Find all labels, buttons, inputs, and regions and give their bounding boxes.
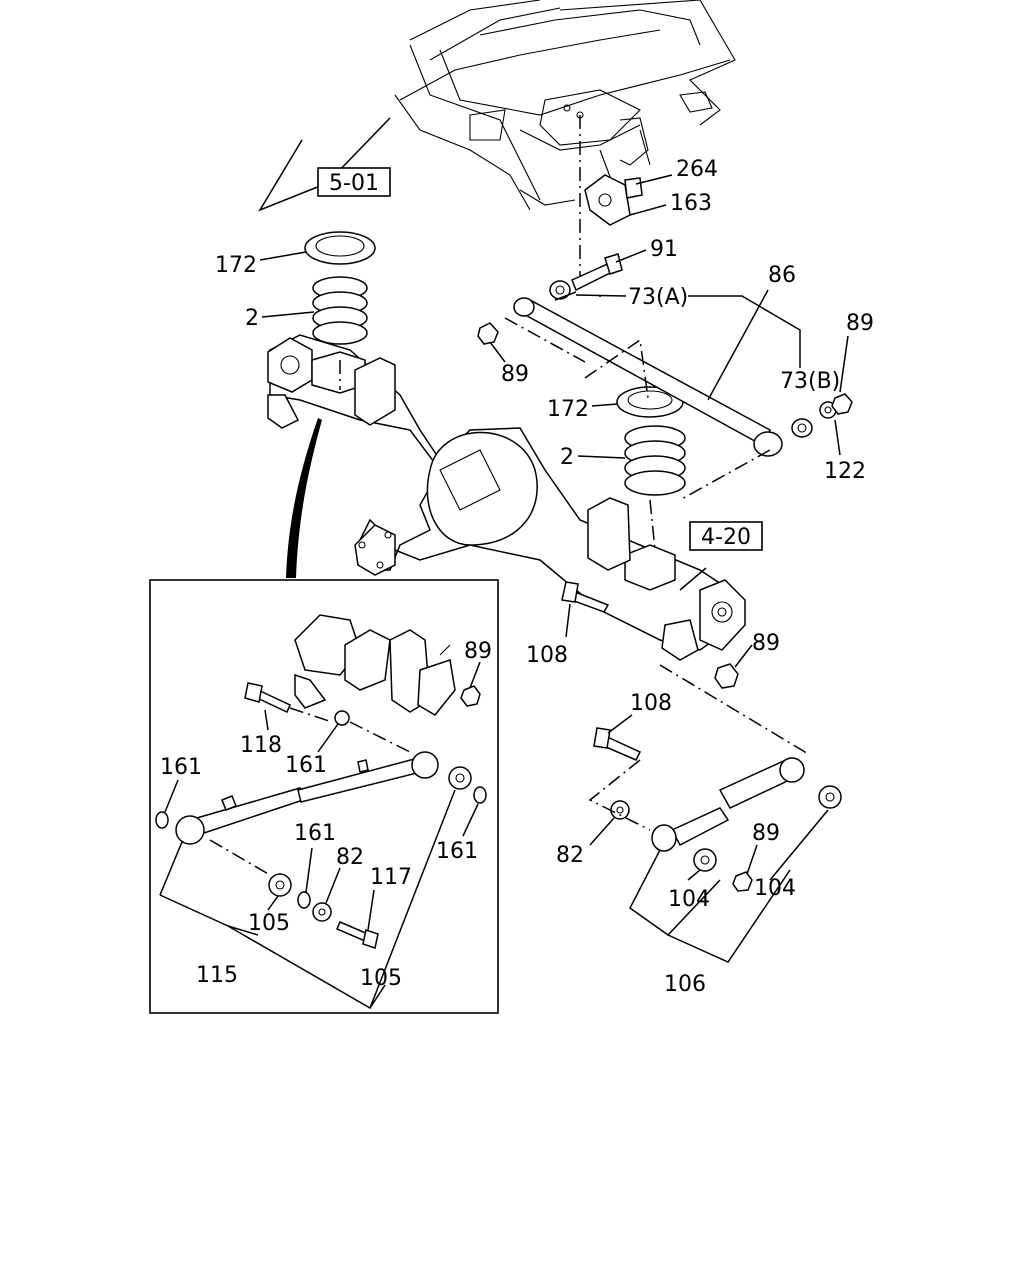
bolt-91: [571, 253, 623, 292]
label-161-left: 161: [160, 755, 202, 780]
rear-axle-housing: [267, 334, 746, 661]
inset-washer-161-lower: [297, 891, 311, 909]
label-105-right: 105: [360, 966, 402, 991]
label-264: 264: [676, 157, 718, 182]
part-labels: 264 163 91 86 73(A) 89 73(B) 122 172 2 8…: [160, 157, 874, 997]
label-89-inset: 89: [464, 639, 492, 664]
inset-bushing-105-left: [268, 873, 292, 897]
label-91: 91: [650, 237, 678, 262]
label-73b: 73(B): [780, 369, 840, 394]
inset-bolt-117: [336, 921, 379, 949]
axle-ref-label: 4-20: [701, 525, 751, 550]
label-73a: 73(A): [628, 285, 688, 310]
label-89-lower-arm: 89: [752, 821, 780, 846]
frame-ref-box: 5-01: [317, 167, 391, 197]
coil-spring-2-left: [312, 276, 368, 345]
upper-arm-86: [513, 297, 783, 457]
inset-axis-upper: [289, 707, 411, 753]
bushing-104-left: [693, 848, 717, 872]
label-161-mid: 161: [285, 753, 327, 778]
inset-lower-arm-115: [175, 751, 439, 845]
label-172-left: 172: [215, 253, 257, 278]
inset-axle-section: [294, 614, 456, 716]
inset-nut-89: [460, 685, 481, 707]
label-89-axle: 89: [752, 631, 780, 656]
frame-ref-leader: [258, 139, 331, 212]
label-2-right: 2: [560, 445, 574, 470]
spring-axis-right: [649, 499, 656, 551]
bushing-73a: [549, 280, 571, 300]
label-106: 106: [664, 972, 706, 997]
lower-arm-106: [651, 757, 805, 852]
axle-ref-box: 4-20: [689, 521, 763, 551]
label-108-upper: 108: [526, 643, 568, 668]
inset-washer-161-mid: [334, 710, 350, 726]
label-161-right: 161: [436, 839, 478, 864]
label-115: 115: [196, 963, 238, 988]
inset-bolt-118: [244, 682, 291, 714]
nut-89-axle: [714, 663, 739, 689]
spring-seat-172-right: [616, 386, 684, 418]
lower-arm-axis: [588, 759, 651, 831]
label-122: 122: [824, 459, 866, 484]
label-117: 117: [370, 865, 412, 890]
lower-link-axis-upper: [659, 664, 811, 756]
label-104-left: 104: [668, 887, 710, 912]
inset-washer-161-left: [155, 811, 169, 829]
coil-spring-2-right: [624, 425, 686, 496]
nut-89-top-right: [831, 393, 853, 415]
label-161-lower: 161: [294, 821, 336, 846]
bushing-73b: [791, 418, 813, 438]
label-118: 118: [240, 733, 282, 758]
chassis-frame: [394, 0, 736, 211]
washer-82-right: [610, 800, 630, 820]
bushing-104-right: [818, 785, 842, 809]
inset-axis-lower: [209, 839, 271, 876]
bracket-163: [584, 174, 643, 226]
frame-ref-label: 5-01: [329, 171, 379, 196]
label-86: 86: [768, 263, 796, 288]
inset-washer-82: [312, 902, 332, 922]
bolt-108-upper: [561, 581, 610, 613]
label-163: 163: [670, 191, 712, 216]
label-105-left: 105: [248, 911, 290, 936]
bolt-108-lower: [593, 727, 642, 761]
label-172-right: 172: [547, 397, 589, 422]
inset-washer-161-right: [473, 786, 487, 804]
leader-lines: [159, 174, 849, 1010]
label-2-left: 2: [245, 306, 259, 331]
label-82-right: 82: [556, 843, 584, 868]
label-89-top-right: 89: [846, 311, 874, 336]
label-82-inset: 82: [336, 845, 364, 870]
upper-arm-axis-right: [679, 449, 771, 501]
nut-89-lower-arm: [732, 871, 753, 892]
upper-arm-axis: [504, 317, 649, 399]
spring-seat-172-left: [304, 231, 376, 265]
label-108-lower: 108: [630, 691, 672, 716]
inset-bushing-105-right: [448, 766, 472, 790]
nut-89-upper-arm: [477, 322, 499, 345]
label-104-right: 104: [754, 876, 796, 901]
label-89-upper-arm: 89: [501, 362, 529, 387]
inset-pointer: [286, 418, 322, 578]
